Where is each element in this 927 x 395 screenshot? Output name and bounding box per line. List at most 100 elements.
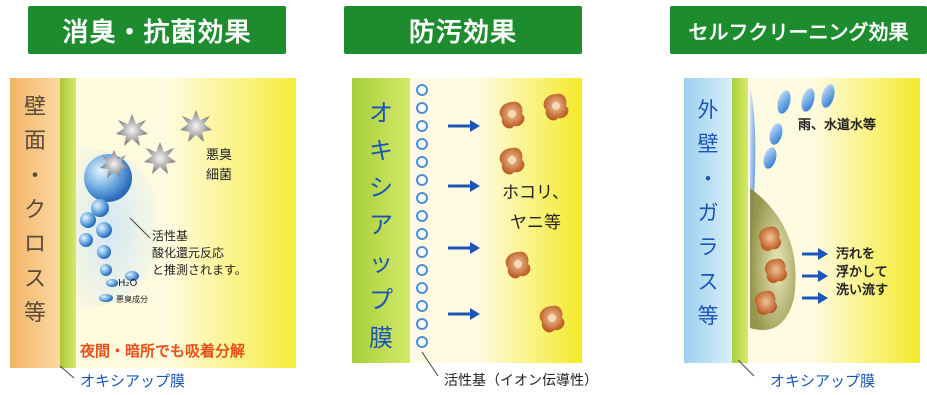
raindrop-icon [777, 90, 791, 114]
dust-particle-icon [539, 305, 565, 333]
film-strip [60, 78, 76, 368]
panel2-illustration [416, 84, 569, 348]
film-char: プ [369, 286, 393, 315]
film-strip [352, 78, 410, 363]
wash-label-line: 洗い流す [836, 283, 889, 298]
panel2-caption-leader [421, 352, 439, 377]
raindrop-icon [821, 84, 835, 108]
film-char: ッ [369, 248, 393, 277]
reaction-label: 活性基 酸化還元反応 と推測されます。 [152, 228, 247, 279]
wall-char: 壁 [697, 132, 719, 157]
panel3-title-banner: セルフクリーニング効果 [670, 6, 927, 54]
dirt-label-line: ヤニ等 [510, 213, 561, 233]
panel3-title: セルフクリーニング効果 [688, 19, 909, 44]
odor-star-icon [144, 142, 176, 174]
wall-strip [684, 78, 732, 363]
raindrop-icon [763, 147, 777, 169]
rain-label: 雨、水道水等 [798, 118, 877, 133]
repel-arrow-icon [448, 180, 480, 192]
wall-char: 等 [23, 300, 46, 326]
small-bubble [99, 294, 113, 302]
dirt-particle-icon [755, 290, 778, 316]
film-strip [732, 78, 748, 363]
film-char: ア [369, 211, 393, 240]
wall-strip [10, 78, 60, 368]
h2o-label: H₂O [118, 278, 138, 289]
film-char: 膜 [369, 323, 393, 352]
wash-label: 汚れを 浮かして 洗い流す [836, 246, 888, 300]
wall-char: ガ [697, 200, 719, 225]
panel1-title-banner: 消臭・抗菌効果 [28, 6, 286, 54]
odor-label-line: 細菌 [206, 168, 233, 183]
night-note: 夜間・暗所でも吸着分解 [80, 342, 246, 360]
film-label-vertical: オ キ シ ア ッ プ 膜 [352, 92, 410, 354]
dirt-particle-icon [759, 226, 782, 252]
wall-char: ス [697, 269, 719, 294]
panel2-caption: 活性基（イオン伝導性） [444, 373, 598, 389]
small-bubble [79, 233, 93, 247]
wall-label-vertical: 壁 面 ・ ク ロ ス 等 [10, 88, 60, 328]
small-bubble [100, 264, 112, 276]
repel-arrow-icon [448, 120, 480, 132]
reaction-label-line: と推測されます。 [152, 263, 247, 277]
small-bubble [96, 222, 112, 238]
small-bubble [106, 279, 118, 287]
active-group-dots [416, 84, 428, 348]
dust-particle-icon [505, 251, 531, 279]
wash-arrow-icon [802, 248, 828, 260]
panel3-diagram: 外 壁 ・ ガ ラ ス 等 [684, 78, 920, 363]
reaction-label-line: 酸化還元反応 [152, 246, 225, 260]
reaction-label-line: 活性基 [152, 229, 189, 243]
odor-label-line: 悪臭 [206, 148, 233, 163]
dirt-label-line: ホコリ、 [502, 183, 569, 203]
wall-label-vertical: 外 壁 ・ ガ ラ ス 等 [684, 92, 732, 332]
small-bubble [91, 199, 109, 217]
wash-arrow-icon [802, 270, 828, 282]
panel3-illustration [750, 84, 835, 330]
panel3-caption: オキシアップ膜 [770, 372, 876, 390]
panel1-caption: オキシアップ膜 [80, 372, 186, 390]
wall-char: 壁 [23, 95, 46, 121]
dust-particle-icon [499, 147, 525, 175]
dust-particle-icon [543, 93, 569, 121]
dirt-particle-icon [765, 258, 788, 284]
film-char: キ [369, 136, 393, 165]
panel2-title-banner: 防汚効果 [344, 6, 582, 54]
panel1-diagram: 壁 面 ・ ク ロ ス 等 [10, 78, 296, 368]
wall-char: 外 [697, 98, 719, 123]
wash-label-line: 浮かして [836, 265, 888, 280]
wall-char: ・ [697, 166, 719, 191]
wall-char: ク [23, 197, 46, 223]
wall-char: ラ [697, 235, 719, 260]
dust-particle-icon [499, 101, 525, 129]
small-bubble [80, 212, 96, 228]
wall-char: ・ [23, 163, 46, 189]
repel-arrow-icon [448, 242, 480, 254]
odor-component-label: 悪臭成分 [116, 295, 148, 304]
raindrop-icon [801, 88, 815, 112]
wall-char: 面 [23, 129, 46, 155]
panel2-title: 防汚効果 [408, 17, 517, 48]
raindrop-icon [769, 123, 783, 145]
wall-char: ロ [23, 232, 46, 258]
dirt-label: ホコリ、 ヤニ等 [502, 178, 569, 238]
wall-char: ス [23, 266, 46, 292]
film-char: オ [369, 99, 393, 128]
panel1-title: 消臭・抗菌効果 [62, 17, 252, 48]
odor-star-icon [116, 114, 148, 146]
repel-arrow-icon [448, 308, 480, 320]
small-bubble [125, 271, 139, 281]
panel1-illustration [76, 110, 212, 308]
odor-star-icon [100, 150, 128, 178]
wash-arrow-icon [802, 292, 828, 304]
leader-line [129, 217, 151, 239]
odor-star-icon [180, 110, 212, 142]
panel1-caption-leader [59, 366, 75, 379]
panel2-diagram: オ キ シ ア ッ プ 膜 [352, 78, 582, 363]
panel3-caption-leader [737, 360, 755, 377]
film-char: シ [369, 174, 393, 203]
wall-char: 等 [697, 303, 719, 328]
small-bubble [97, 245, 111, 259]
odor-label: 悪臭 細菌 [206, 146, 232, 186]
wash-label-line: 汚れを [836, 247, 876, 262]
